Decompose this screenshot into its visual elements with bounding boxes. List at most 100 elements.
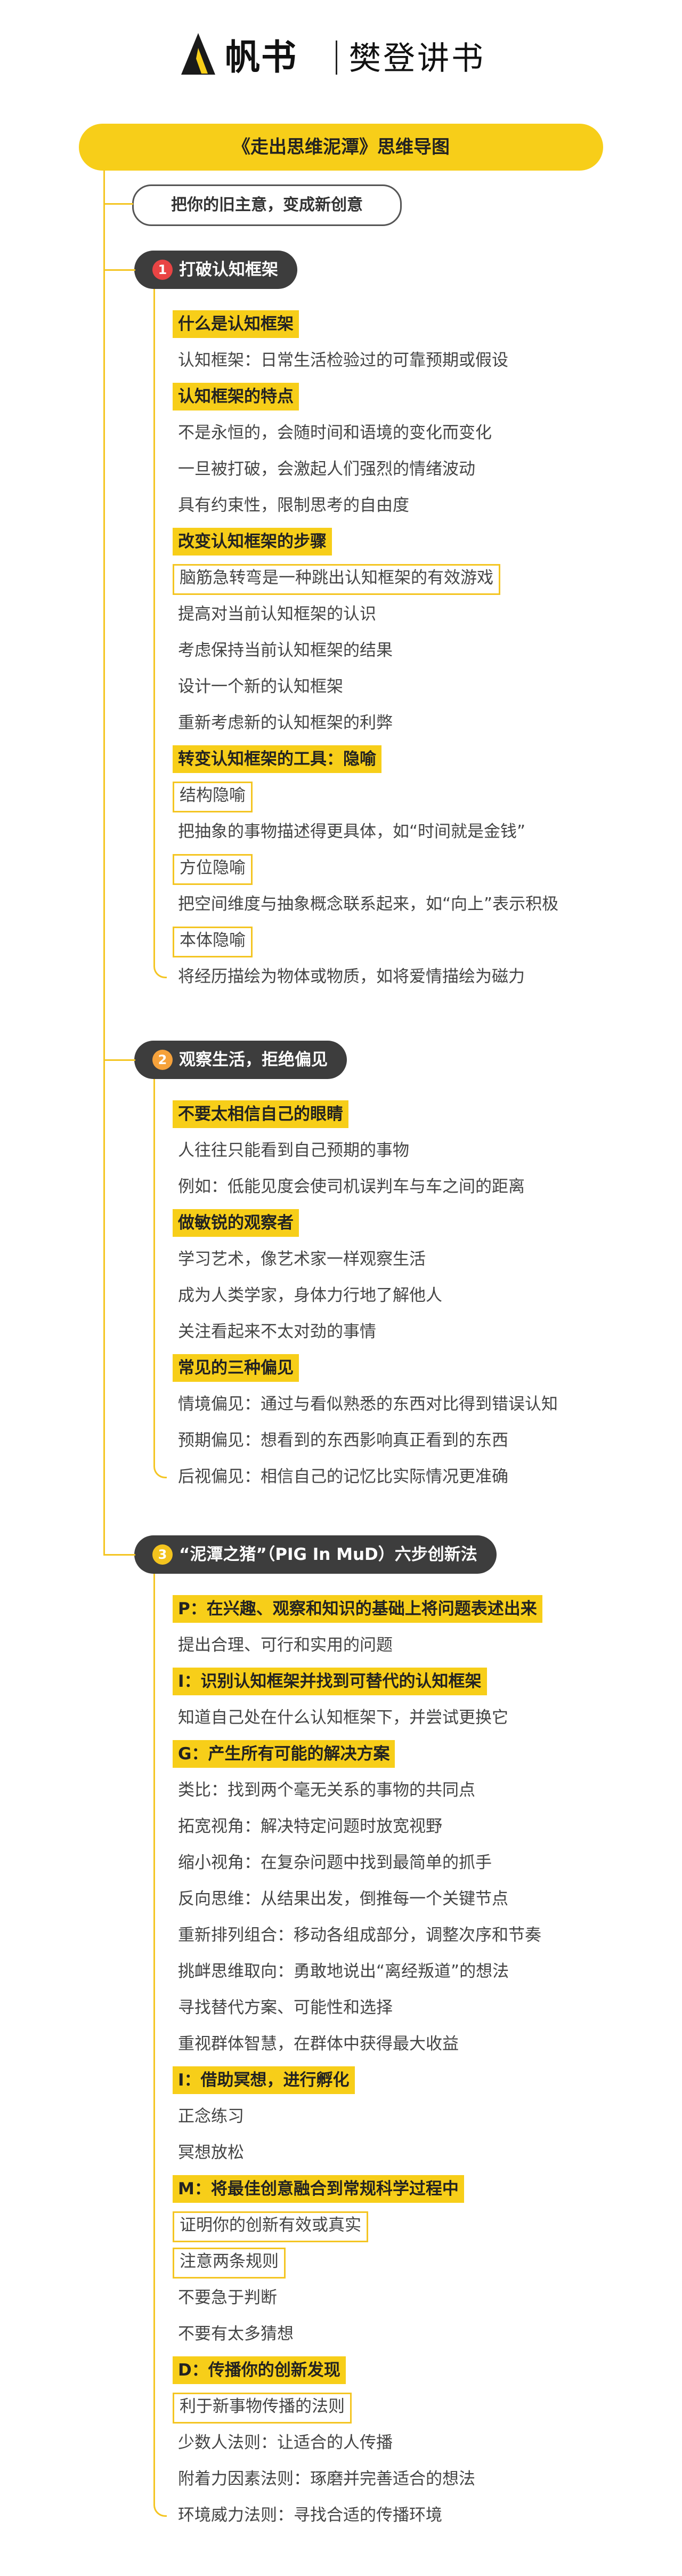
topic-item: 注意两条规则 bbox=[173, 2243, 642, 2280]
topic-item-text: 知道自己处在什么认知框架下，并尝试更换它 bbox=[178, 1708, 508, 1727]
topic-item: 成为人类学家，身体力行地了解他人 bbox=[173, 1277, 642, 1314]
topic-item: 附着力因素法则：琢磨并完善适合的想法 bbox=[173, 2461, 642, 2497]
topic-item-text: 提高对当前认知框架的认识 bbox=[178, 605, 376, 624]
topic-heading: I：借助冥想，进行孵化 bbox=[173, 2062, 642, 2098]
section-3-items: P：在兴趣、观察和知识的基础上将问题表述出来提出合理、可行和实用的问题 I：识别认… bbox=[173, 1591, 642, 2533]
topic-item: 结构隐喻 bbox=[173, 777, 642, 814]
section-3-label: “泥潭之猪”（PIG In MuD）六步创新法 bbox=[179, 1545, 477, 1564]
topic-heading: 做敏锐的观察者 bbox=[173, 1205, 642, 1241]
topic-item-text: 类比：找到两个毫无关系的事物的共同点 bbox=[178, 1781, 475, 1800]
section-1-connector-line bbox=[153, 289, 167, 978]
topic-item: 人往往只能看到自己预期的事物 bbox=[173, 1132, 642, 1169]
topic-item: 脑筋急转弯是一种跳出认知框架的有效游戏 bbox=[173, 560, 642, 596]
topic-item: 本体隐喻 bbox=[173, 922, 642, 959]
topic-item-text: 将经历描绘为物体或物质，如将爱情描绘为磁力 bbox=[178, 967, 525, 986]
topic-item-text: 注意两条规则 bbox=[173, 2248, 286, 2279]
topic-item-text: 一旦被打破，会激起人们强烈的情绪波动 bbox=[178, 460, 475, 479]
topic-item: 重新考虑新的认知框架的利弊 bbox=[173, 705, 642, 741]
topic-item: 反向思维：从结果出发，倒推每一个关键节点 bbox=[173, 1881, 642, 1917]
topic-item-text: 方位隐喻 bbox=[173, 854, 253, 885]
topic-item-text: 正念练习 bbox=[178, 2107, 244, 2126]
topic-item-text: 成为人类学家，身体力行地了解他人 bbox=[178, 1286, 442, 1305]
topic-item-text: 学习艺术，像艺术家一样观察生活 bbox=[178, 1250, 426, 1269]
topic-item-text: 设计一个新的认知框架 bbox=[178, 677, 343, 696]
topic-heading: M：将最佳创意融合到常规科学过程中 bbox=[173, 2171, 642, 2207]
topic-heading: 不要太相信自己的眼睛 bbox=[173, 1096, 642, 1132]
section-1-number-badge: 1 bbox=[152, 260, 173, 280]
topic-item: 不要急于判断 bbox=[173, 2280, 642, 2316]
section-3-connector bbox=[103, 1554, 135, 1556]
topic-heading-text: 常见的三种偏见 bbox=[173, 1354, 299, 1382]
brand-separator bbox=[336, 41, 337, 75]
mindmap-subtitle: 把你的旧主意，变成新创意 bbox=[132, 184, 402, 226]
topic-heading-text: D：传播你的创新发现 bbox=[173, 2356, 346, 2384]
topic-item-text: 附着力因素法则：琢磨并完善适合的想法 bbox=[178, 2469, 475, 2489]
topic-item-text: 本体隐喻 bbox=[173, 927, 253, 957]
topic-item: 关注看起来不太对劲的事情 bbox=[173, 1314, 642, 1350]
topic-item-text: 缩小视角：在复杂问题中找到最简单的抓手 bbox=[178, 1853, 492, 1872]
topic-item: 预期偏见：想看到的东西影响真正看到的东西 bbox=[173, 1422, 642, 1459]
topic-item: 把空间维度与抽象概念联系起来，如“向上”表示积极 bbox=[173, 886, 642, 922]
topic-item-text: 冥想放松 bbox=[178, 2143, 244, 2162]
section-3-title: 3“泥潭之猪”（PIG In MuD）六步创新法 bbox=[134, 1535, 497, 1574]
topic-item: 一旦被打破，会激起人们强烈的情绪波动 bbox=[173, 451, 642, 487]
section-3-connector-line bbox=[153, 1574, 167, 2517]
topic-item: 寻找替代方案、可能性和选择 bbox=[173, 1990, 642, 2026]
topic-item-text: 少数人法则：让适合的人传播 bbox=[178, 2433, 393, 2452]
section-2-connector-line bbox=[153, 1079, 167, 1478]
topic-item: 冥想放松 bbox=[173, 2135, 642, 2171]
topic-item: 正念练习 bbox=[173, 2098, 642, 2135]
topic-item-text: 反向思维：从结果出发，倒推每一个关键节点 bbox=[178, 1889, 508, 1909]
topic-heading-text: I：借助冥想，进行孵化 bbox=[173, 2066, 355, 2094]
topic-item: 把抽象的事物描述得更具体，如“时间就是金钱” bbox=[173, 814, 642, 850]
topic-heading: P：在兴趣、观察和知识的基础上将问题表述出来 bbox=[173, 1591, 642, 1627]
topic-heading: 改变认知框架的步骤 bbox=[173, 524, 642, 560]
topic-item-text: 利于新事物传播的法则 bbox=[173, 2393, 352, 2424]
topic-item-text: 人往往只能看到自己预期的事物 bbox=[178, 1141, 409, 1160]
section-2-items: 不要太相信自己的眼睛人往往只能看到自己预期的事物例如：低能见度会使司机误判车与车… bbox=[173, 1096, 642, 1495]
topic-heading: I：识别认知框架并找到可替代的认知框架 bbox=[173, 1663, 642, 1700]
topic-item: 学习艺术，像艺术家一样观察生活 bbox=[173, 1241, 642, 1277]
topic-item-text: 提出合理、可行和实用的问题 bbox=[178, 1636, 393, 1655]
topic-item: 重视群体智慧，在群体中获得最大收益 bbox=[173, 2026, 642, 2062]
section-2-number-badge: 2 bbox=[152, 1050, 173, 1070]
topic-heading-text: I：识别认知框架并找到可替代的认知框架 bbox=[173, 1668, 487, 1695]
topic-item: 后视偏见：相信自己的记忆比实际情况更准确 bbox=[173, 1459, 642, 1495]
topic-heading-text: 做敏锐的观察者 bbox=[173, 1209, 299, 1237]
topic-item: 类比：找到两个毫无关系的事物的共同点 bbox=[173, 1772, 642, 1808]
section-2-label: 观察生活，拒绝偏见 bbox=[179, 1050, 328, 1069]
topic-item-text: 拓宽视角：解决特定问题时放宽视野 bbox=[178, 1817, 442, 1836]
topic-item-text: 不要急于判断 bbox=[178, 2288, 277, 2307]
topic-item-text: 不要有太多猜想 bbox=[178, 2324, 294, 2344]
topic-item-text: 关注看起来不太对劲的事情 bbox=[178, 1322, 376, 1341]
topic-item: 将经历描绘为物体或物质，如将爱情描绘为磁力 bbox=[173, 959, 642, 995]
topic-item: 不是永恒的，会随时间和语境的变化而变化 bbox=[173, 415, 642, 451]
topic-item-text: 情境偏见：通过与看似熟悉的东西对比得到错误认知 bbox=[178, 1395, 558, 1414]
topic-item-text: 环境威力法则：寻找合适的传播环境 bbox=[178, 2506, 442, 2525]
topic-heading-text: P：在兴趣、观察和知识的基础上将问题表述出来 bbox=[173, 1595, 542, 1623]
topic-item-text: 重视群体智慧，在群体中获得最大收益 bbox=[178, 2034, 459, 2054]
fanshu-logo-icon bbox=[181, 33, 215, 75]
topic-item: 具有约束性，限制思考的自由度 bbox=[173, 487, 642, 524]
topic-item-text: 具有约束性，限制思考的自由度 bbox=[178, 496, 409, 515]
topic-heading: D：传播你的创新发现 bbox=[173, 2352, 642, 2388]
topic-item-text: 认知框架：日常生活检验过的可靠预期或假设 bbox=[178, 351, 508, 370]
subtitle-connector bbox=[103, 203, 133, 205]
topic-item: 拓宽视角：解决特定问题时放宽视野 bbox=[173, 1808, 642, 1845]
topic-item-text: 挑衅思维取向：勇敢地说出“离经叛道”的想法 bbox=[178, 1962, 509, 1981]
topic-item-text: 把抽象的事物描述得更具体，如“时间就是金钱” bbox=[178, 822, 526, 841]
topic-heading-text: 不要太相信自己的眼睛 bbox=[173, 1100, 348, 1128]
topic-item: 利于新事物传播的法则 bbox=[173, 2388, 642, 2425]
topic-item-text: 重新考虑新的认知框架的利弊 bbox=[178, 713, 393, 732]
topic-heading: 转变认知框架的工具：隐喻 bbox=[173, 741, 642, 777]
topic-item-text: 后视偏见：相信自己的记忆比实际情况更准确 bbox=[178, 1467, 508, 1486]
topic-item: 证明你的创新有效或真实 bbox=[173, 2207, 642, 2243]
topic-item: 例如：低能见度会使司机误判车与车之间的距离 bbox=[173, 1169, 642, 1205]
topic-heading-text: 转变认知框架的工具：隐喻 bbox=[173, 745, 381, 773]
topic-item-text: 预期偏见：想看到的东西影响真正看到的东西 bbox=[178, 1431, 508, 1450]
topic-item: 知道自己处在什么认知框架下，并尝试更换它 bbox=[173, 1700, 642, 1736]
topic-item: 认知框架：日常生活检验过的可靠预期或假设 bbox=[173, 342, 642, 379]
topic-item: 少数人法则：让适合的人传播 bbox=[173, 2425, 642, 2461]
topic-item-text: 结构隐喻 bbox=[173, 782, 253, 812]
topic-item: 挑衅思维取向：勇敢地说出“离经叛道”的想法 bbox=[173, 1953, 642, 1990]
